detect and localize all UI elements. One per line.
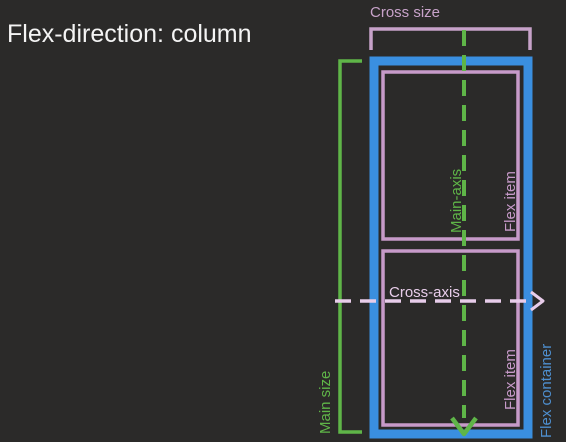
cross-axis-label: Cross-axis xyxy=(389,284,460,301)
cross-axis-arrowhead xyxy=(530,290,545,312)
cross-size-label: Cross size xyxy=(370,4,440,21)
flex-item-2-box xyxy=(381,249,520,427)
main-axis-label: Main-axis xyxy=(448,169,465,233)
cross-size-bracket xyxy=(369,27,532,50)
main-size-bracket xyxy=(338,59,362,434)
flex-item-1-label: Flex item xyxy=(502,171,519,232)
flex-container-label: Flex container xyxy=(538,344,555,438)
main-axis-arrowhead xyxy=(450,416,478,437)
flex-item-1-box xyxy=(381,70,520,241)
main-size-label: Main size xyxy=(317,371,334,434)
flex-container-box xyxy=(369,56,533,439)
diagram-title: Flex-direction: column xyxy=(7,20,252,48)
flex-item-2-label: Flex item xyxy=(502,349,519,410)
